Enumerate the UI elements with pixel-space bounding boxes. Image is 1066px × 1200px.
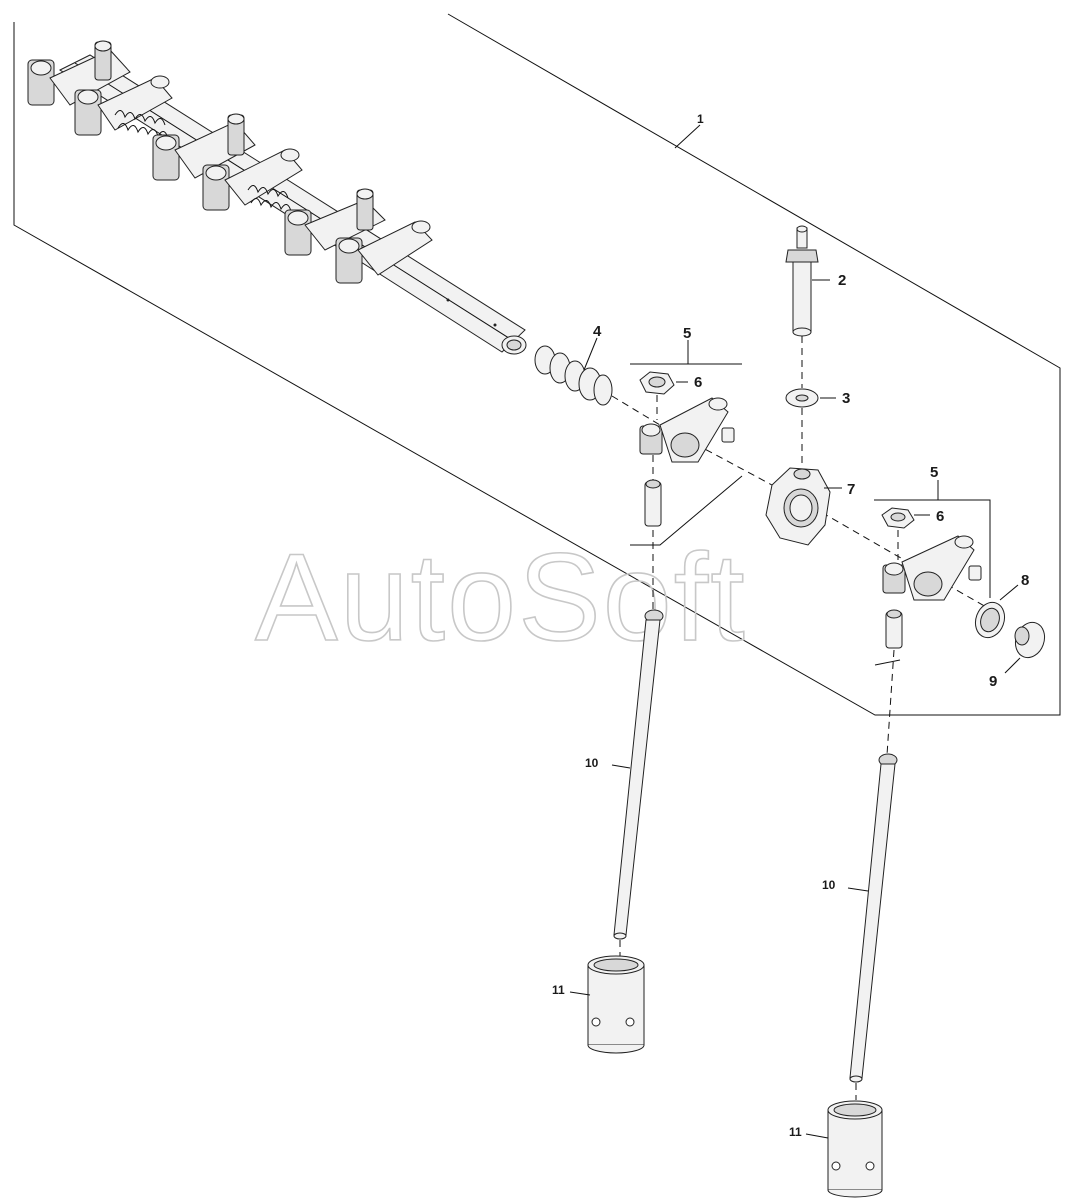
rocker-arm-right (882, 535, 982, 601)
pedestal (765, 467, 831, 546)
rocker-arm-group-1 (27, 40, 131, 106)
tappet-left (587, 955, 645, 1054)
stud (785, 225, 819, 337)
push-rod-left (613, 609, 664, 940)
tappet-right (827, 1100, 883, 1198)
callout-washer: 3 (842, 390, 850, 407)
nut-left (639, 371, 675, 395)
gasket (974, 601, 1006, 639)
shaft-spring-2 (247, 185, 292, 212)
push-pin-left (644, 479, 662, 527)
cap (1014, 621, 1046, 659)
washer (785, 388, 819, 408)
callout-nut-right: 6 (936, 508, 944, 525)
assembly-frame (13, 13, 1061, 716)
nut-right (881, 507, 915, 529)
callout-gasket: 8 (1021, 572, 1029, 589)
watermark: AutoSoft (255, 529, 747, 667)
spring (534, 345, 613, 406)
rocker-shaft-assembly (27, 40, 527, 355)
rocker-assembly-right (874, 480, 991, 666)
callout-pedestal: 7 (847, 481, 855, 498)
callout-tappet-right: 11 (789, 1125, 802, 1139)
rocker-arm-left (639, 397, 735, 463)
callout-tappet-left: 11 (552, 983, 565, 997)
rocker-arm-group-6 (335, 220, 433, 284)
callout-assembly: 1 (697, 112, 704, 126)
rocker-arm-group-5 (284, 188, 386, 256)
callout-nut-left: 6 (694, 374, 702, 391)
callout-rocker-assembly-left: 5 (683, 325, 691, 342)
rocker-assembly-left (630, 340, 743, 546)
rocker-arm-group-2 (74, 75, 173, 136)
push-pin-right (885, 609, 903, 649)
callout-rocker-assembly-right: 5 (930, 464, 938, 481)
callout-stud: 2 (838, 272, 846, 289)
callout-push-rod-right: 10 (822, 878, 836, 892)
callout-spring: 4 (593, 323, 602, 340)
rocker-arm-group-3 (152, 113, 256, 181)
callout-cap: 9 (989, 673, 997, 690)
callout-push-rod-left: 10 (585, 756, 599, 770)
rocker-arm-group-4 (202, 148, 303, 211)
push-rod-right (849, 753, 898, 1083)
